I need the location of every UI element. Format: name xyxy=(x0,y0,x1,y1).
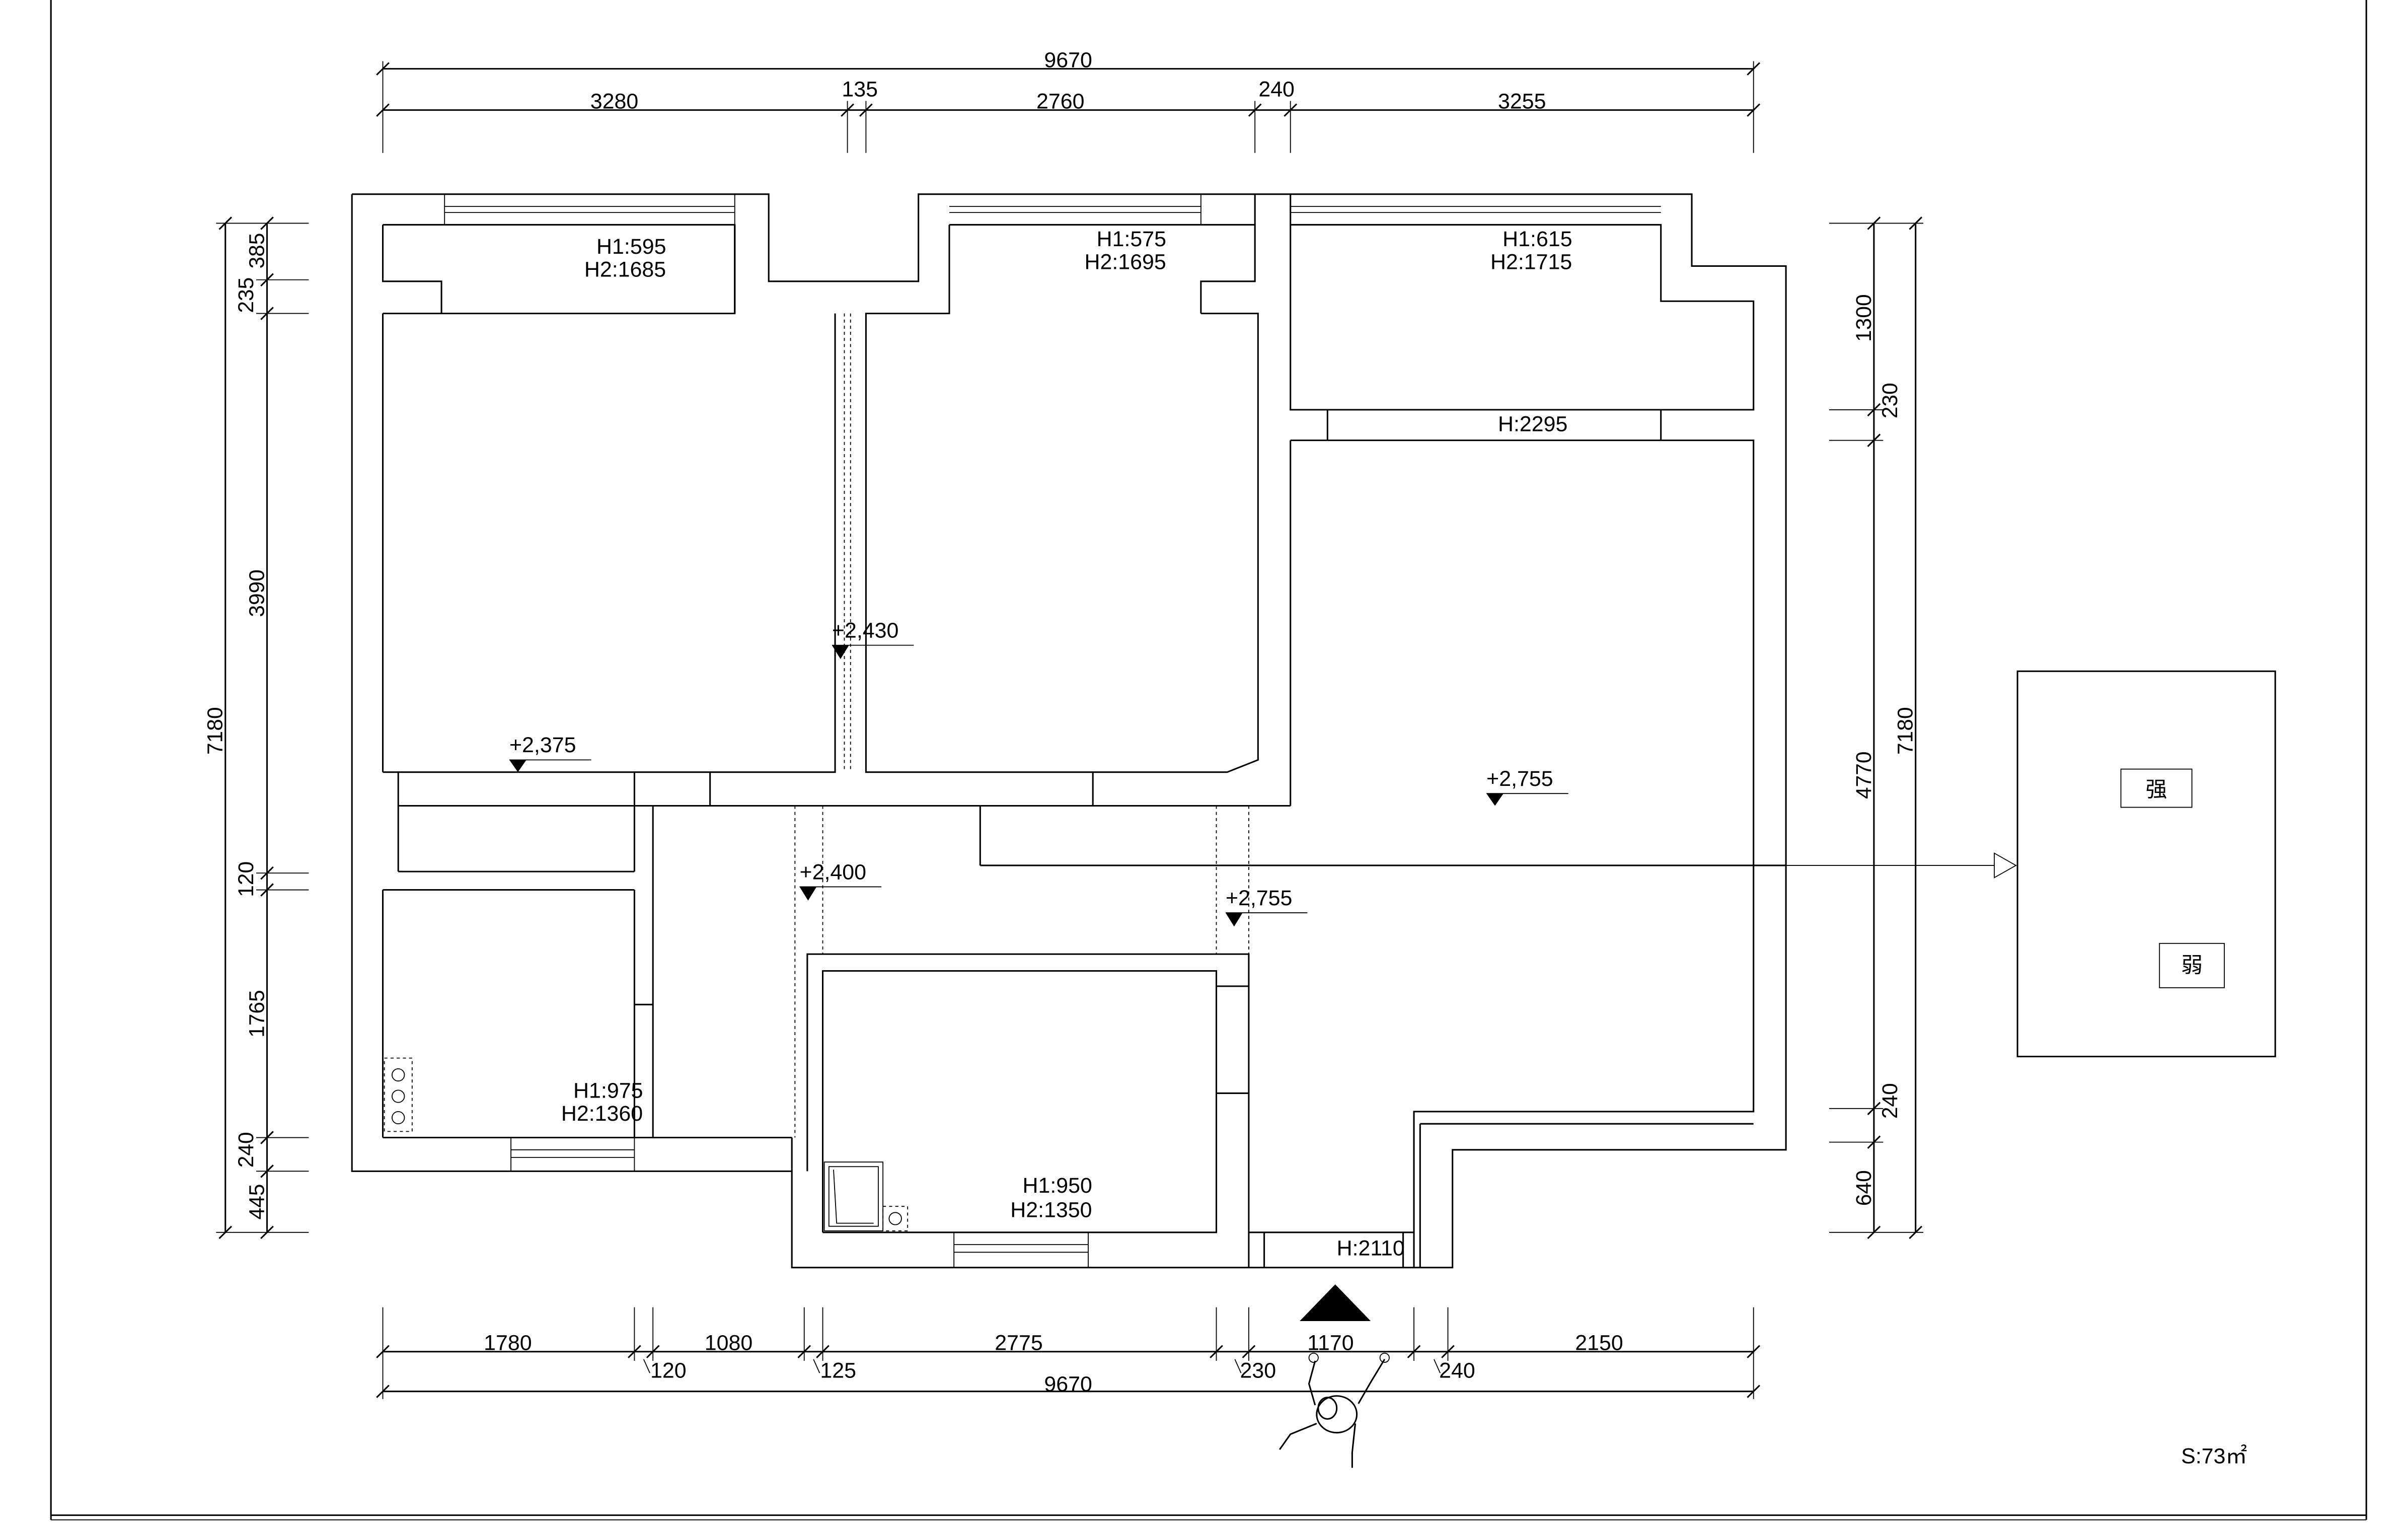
dim-top-total: 9670 xyxy=(1044,48,1092,72)
stove-icon xyxy=(384,1057,413,1132)
opening-1-height: H:2295 xyxy=(1498,412,1567,436)
dim-right-total: 7180 xyxy=(1893,707,1917,755)
window-4-h1: H1:975 xyxy=(573,1079,643,1103)
dim-right-3: 4770 xyxy=(1852,751,1876,799)
window-labels: H1:595 H2:1685 H1:575 H2:1695 H1:615 H2:… xyxy=(561,227,1572,1260)
window-1-h1: H1:595 xyxy=(596,235,666,259)
window-5-h1: H1:950 xyxy=(1022,1174,1092,1198)
window-2-h1: H1:575 xyxy=(1097,227,1166,251)
level-marker-5: +2,755 xyxy=(1225,886,1308,927)
panel-strong-label: 强 xyxy=(2146,777,2167,802)
window-1-h2: H2:1685 xyxy=(584,258,666,282)
dim-top-5: 3255 xyxy=(1498,90,1546,114)
dim-left-3: 3990 xyxy=(245,569,269,617)
svg-text:+2,400: +2,400 xyxy=(800,860,866,884)
dim-bottom-small-2: 125 xyxy=(820,1359,856,1383)
shower-icon xyxy=(823,1161,909,1231)
level-markers: +2,430 +2,375 +2,755 +2,400 +2,755 xyxy=(509,619,1568,927)
entrance-arrow-icon xyxy=(1300,1284,1371,1321)
svg-text:+2,755: +2,755 xyxy=(1486,767,1553,791)
dim-bottom-3: 2775 xyxy=(995,1331,1043,1355)
dim-left-5: 1765 xyxy=(245,990,269,1038)
area-label: S:73㎡ xyxy=(2181,1444,2247,1469)
windows xyxy=(444,194,1661,1268)
dim-right-5: 640 xyxy=(1852,1170,1876,1206)
dim-top-1: 3280 xyxy=(590,90,639,114)
dim-right-4: 240 xyxy=(1878,1083,1902,1119)
person-figure-icon xyxy=(1279,1352,1390,1468)
dim-left-6: 240 xyxy=(234,1132,258,1168)
dim-left-1: 385 xyxy=(245,233,269,269)
top-dimensions: 9670 3280 135 2760 240 3255 xyxy=(376,48,1761,153)
dim-bottom-total: 9670 xyxy=(1044,1372,1092,1397)
dim-bottom-4: 1170 xyxy=(1307,1331,1353,1355)
window-4 xyxy=(510,1137,635,1172)
window-4-h2: H2:1360 xyxy=(561,1102,643,1126)
window-2-h2: H2:1695 xyxy=(1084,250,1166,274)
level-marker-3: +2,755 xyxy=(1486,767,1568,806)
window-3 xyxy=(1290,206,1661,213)
level-marker-4: +2,400 xyxy=(800,860,882,901)
dim-left-7: 445 xyxy=(245,1184,269,1220)
dim-left-2: 235 xyxy=(234,277,258,313)
opening-2-height: H:2110 xyxy=(1337,1236,1405,1261)
dim-left-total: 7180 xyxy=(203,707,227,755)
panel-leader-arrow-icon xyxy=(1994,852,2017,879)
window-3-h1: H1:615 xyxy=(1502,227,1572,251)
dim-bottom-small-4: 240 xyxy=(1439,1359,1475,1383)
window-5 xyxy=(953,1232,1089,1268)
electrical-panel xyxy=(2016,670,2276,1058)
panel-weak-box xyxy=(2159,942,2225,988)
dim-top-3: 2760 xyxy=(1036,90,1085,114)
dim-right-1: 1300 xyxy=(1852,294,1876,342)
level-marker-1: +2,430 xyxy=(832,619,914,659)
window-5-h2: H2:1350 xyxy=(1010,1198,1092,1222)
panel-weak-label: 弱 xyxy=(2181,954,2203,978)
svg-text:+2,375: +2,375 xyxy=(509,733,576,757)
dim-left-4: 120 xyxy=(234,861,258,897)
dim-bottom-small-1: 120 xyxy=(650,1359,687,1383)
svg-text:+2,755: +2,755 xyxy=(1226,886,1292,910)
dim-bottom-small-3: 230 xyxy=(1240,1359,1276,1383)
right-dimensions: 1300 230 4770 7180 240 640 xyxy=(1829,216,1924,1240)
bottom-dimensions: 1780 1080 2775 1170 2150 120 125 230 240… xyxy=(376,1307,1761,1399)
dim-top-2: 135 xyxy=(842,78,878,102)
window-2 xyxy=(949,194,1201,225)
dashed-boundaries xyxy=(398,313,1249,1138)
window-1 xyxy=(444,194,735,225)
dim-top-4: 240 xyxy=(1258,78,1295,102)
dim-bottom-2: 1080 xyxy=(705,1331,753,1355)
sheet-border xyxy=(50,0,2367,1520)
dim-bottom-1: 1780 xyxy=(484,1331,532,1355)
dim-right-2: 230 xyxy=(1878,383,1902,418)
dim-bottom-5: 2150 xyxy=(1575,1331,1623,1355)
level-marker-2: +2,375 xyxy=(509,733,591,772)
window-3-h2: H2:1715 xyxy=(1490,250,1572,274)
left-dimensions: 7180 385 235 3990 120 1765 240 445 xyxy=(203,216,309,1240)
svg-text:+2,430: +2,430 xyxy=(832,619,898,643)
walls xyxy=(351,193,1787,1269)
panel-strong-box xyxy=(2120,768,2193,808)
